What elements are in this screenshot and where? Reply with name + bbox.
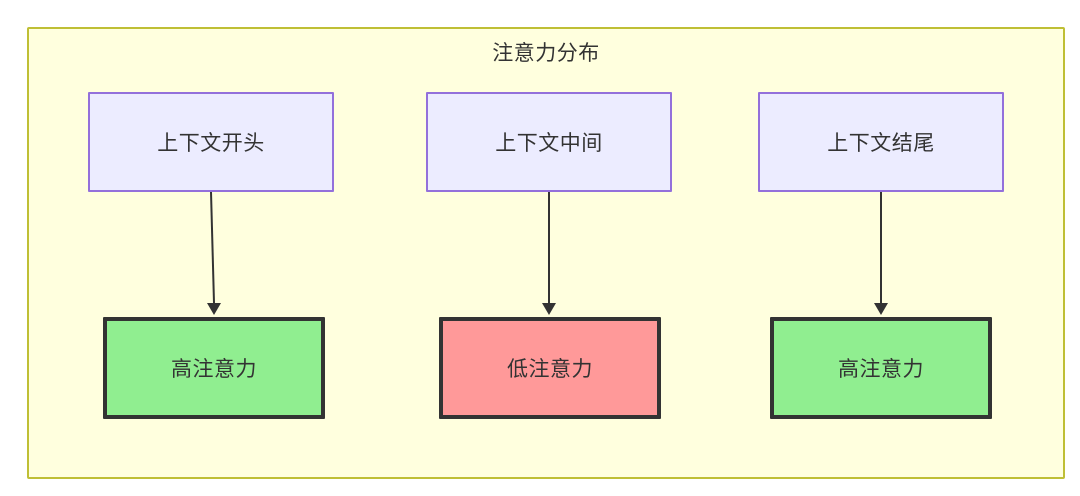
node-attention-0[interactable]: 高注意力 bbox=[103, 317, 325, 419]
node-context-end[interactable]: 上下文结尾 bbox=[758, 92, 1004, 192]
node-label: 高注意力 bbox=[838, 358, 924, 381]
node-label: 高注意力 bbox=[171, 358, 257, 381]
node-context-start[interactable]: 上下文开头 bbox=[88, 92, 334, 192]
subgraph-title: 注意力分布 bbox=[492, 42, 600, 65]
node-label: 低注意力 bbox=[507, 358, 593, 381]
node-label: 上下文中间 bbox=[495, 132, 603, 155]
node-attention-2[interactable]: 高注意力 bbox=[770, 317, 992, 419]
node-attention-1[interactable]: 低注意力 bbox=[439, 317, 661, 419]
node-context-middle[interactable]: 上下文中间 bbox=[426, 92, 672, 192]
node-label: 上下文开头 bbox=[157, 132, 265, 155]
node-label: 上下文结尾 bbox=[827, 132, 935, 155]
